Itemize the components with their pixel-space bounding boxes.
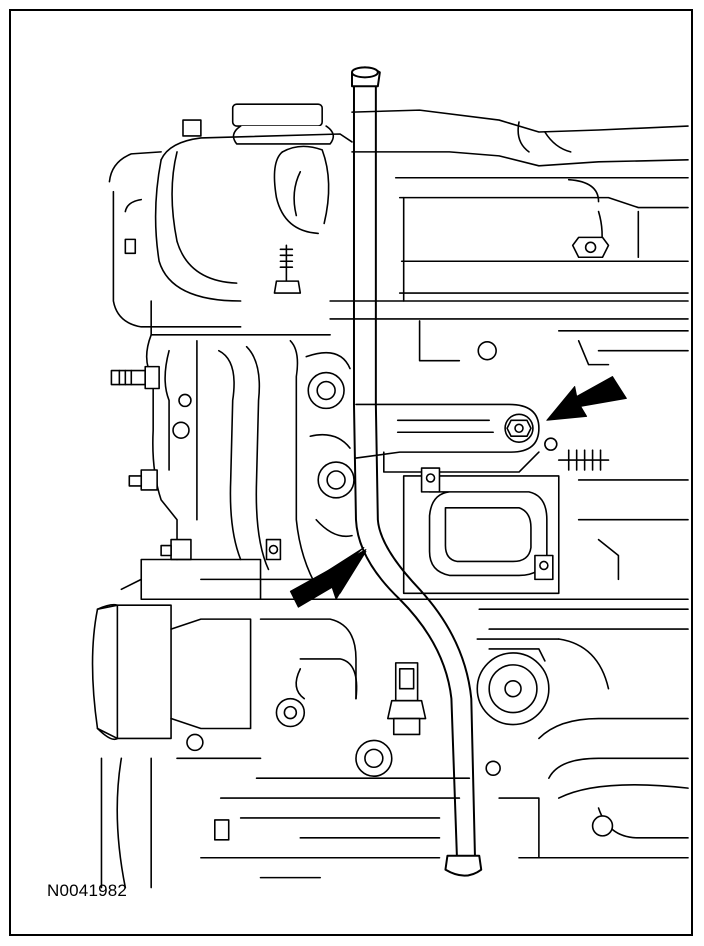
arrow-pointing-bolt (546, 376, 627, 421)
stud-upper (273, 244, 302, 294)
oil-dipstick-tube (350, 66, 483, 877)
callout-arrows (289, 376, 627, 608)
illustration-frame: N0041982 (9, 9, 693, 936)
intake-runners-left (110, 334, 282, 571)
sensor-connector (386, 662, 427, 736)
pulley-assembly (91, 558, 262, 889)
figure-id: N0041982 (47, 881, 128, 900)
exhaust-port (402, 467, 689, 595)
cylinder-head-center (200, 339, 689, 601)
engine-line-drawing (91, 66, 689, 889)
intake-manifold-upper (108, 103, 353, 336)
dipstick-tube-bracket (355, 403, 610, 473)
timing-cover (476, 608, 689, 859)
lower-block (200, 618, 471, 879)
valve-cover (329, 109, 689, 366)
